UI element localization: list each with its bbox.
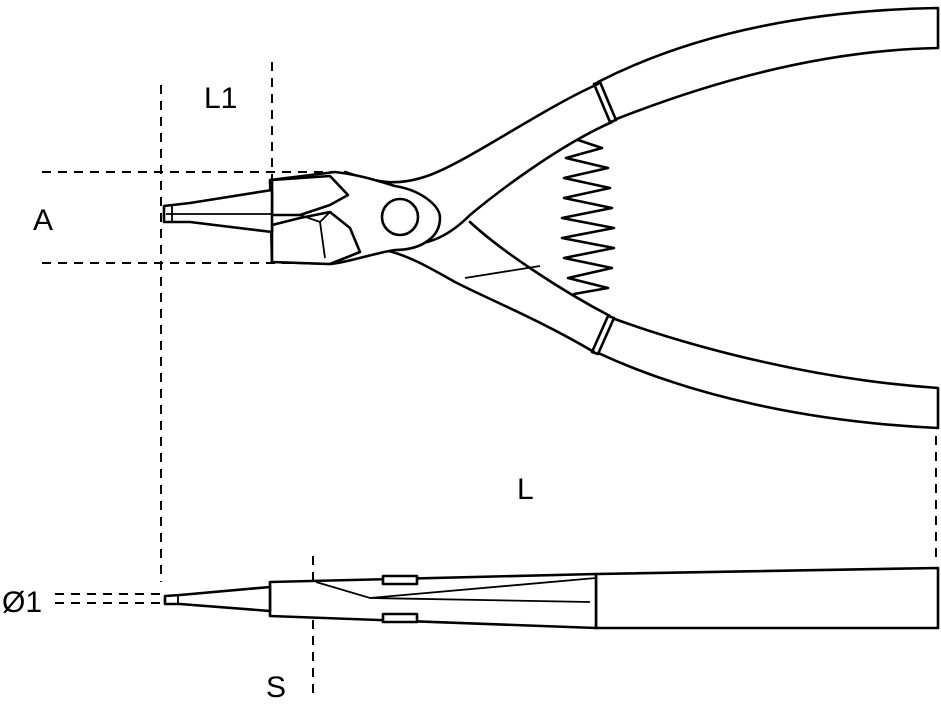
label-d1: Ø1 (2, 586, 42, 619)
plier-side-view (163, 566, 940, 630)
dimension-lines (42, 62, 937, 700)
pivot-rivet (380, 197, 420, 237)
upper-arm-inner (403, 120, 614, 247)
upper-arm (343, 82, 600, 184)
label-a: A (33, 204, 53, 237)
spring (560, 138, 616, 296)
side-rivet-top (381, 574, 419, 586)
lower-arm-inner (468, 220, 612, 318)
side-tip (163, 585, 272, 613)
jaw-detail-lines (299, 211, 331, 259)
label-s: S (266, 671, 286, 704)
side-arm-detail (315, 577, 597, 603)
lower-handle (594, 316, 940, 430)
lower-handle-collar (590, 314, 616, 356)
lower-arm (383, 248, 596, 354)
side-handle (594, 566, 940, 630)
plier-top-view (162, 6, 940, 430)
upper-handle-collar (592, 80, 618, 124)
side-rivet-bottom (381, 612, 419, 624)
label-l: L (517, 473, 534, 506)
tip (162, 188, 274, 234)
upper-handle (596, 6, 940, 122)
lower-arm-edge (464, 265, 541, 279)
label-l1: L1 (204, 82, 237, 115)
